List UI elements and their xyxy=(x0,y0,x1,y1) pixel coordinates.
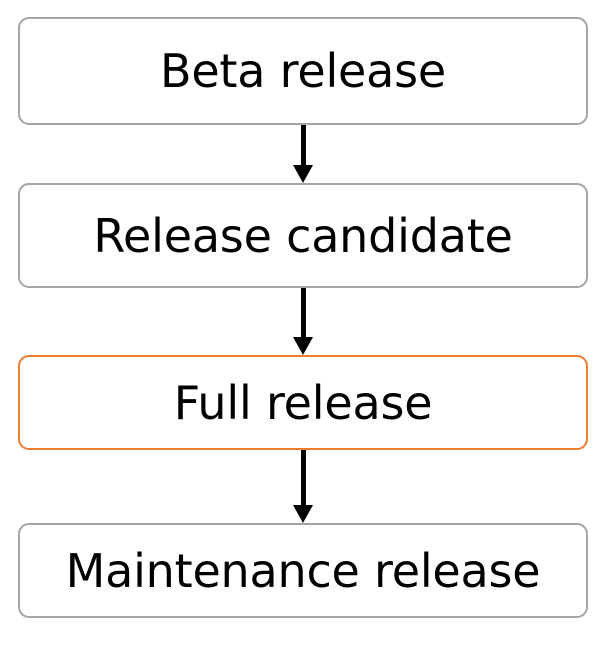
arrow-stem xyxy=(300,125,306,165)
flowchart-node-label: Full release xyxy=(173,375,433,430)
flowchart-node-maintenance-release[interactable]: Maintenance release xyxy=(18,523,588,618)
flowchart-arrow-beta-to-release-candidate xyxy=(293,125,313,183)
flowchart-node-label: Maintenance release xyxy=(65,543,541,598)
arrow-head-down-icon xyxy=(293,165,313,183)
flowchart-arrow-release-candidate-to-full-release xyxy=(293,288,313,355)
arrow-head-down-icon xyxy=(293,337,313,355)
arrow-head-down-icon xyxy=(293,505,313,523)
arrow-stem xyxy=(300,288,306,337)
flowchart-node-release-candidate[interactable]: Release candidate xyxy=(18,183,588,288)
flowchart-node-label: Release candidate xyxy=(93,208,513,263)
flowchart-node-label: Beta release xyxy=(159,44,447,98)
flowchart-node-beta-release[interactable]: Beta release xyxy=(18,17,588,125)
flowchart-arrow-full-release-to-maintenance-release xyxy=(293,450,313,523)
arrow-stem xyxy=(300,450,306,505)
flowchart-node-full-release[interactable]: Full release xyxy=(18,355,588,450)
